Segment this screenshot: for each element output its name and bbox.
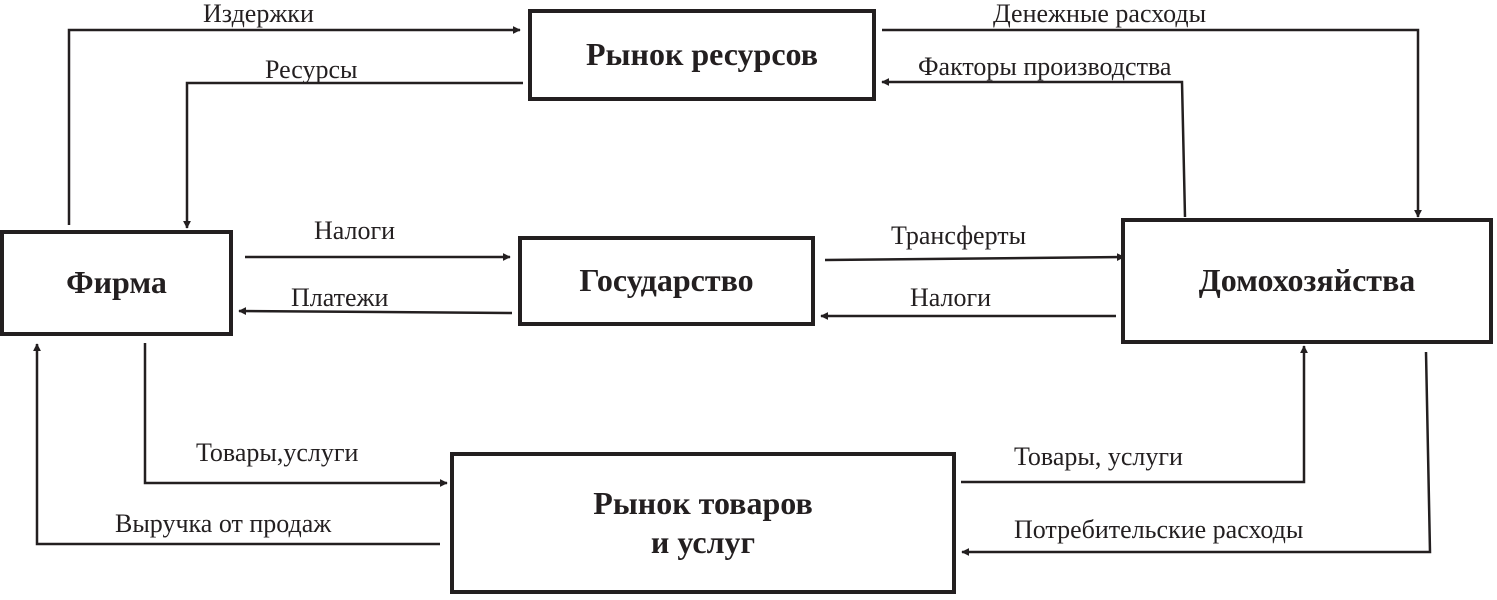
arrow-transfers — [824, 253, 1125, 262]
flow-label-goods-services-households: Товары, услуги — [1014, 442, 1183, 471]
households-box: Домохозяйства — [1121, 218, 1493, 344]
arrow-money-expenses — [882, 28, 1422, 218]
goods-market-label-line2: и услуг — [650, 524, 756, 560]
goods-market-label-line1: Рынок товаров — [593, 484, 813, 521]
flow-label-production-factors: Факторы производства — [918, 52, 1172, 81]
government-box: Государство — [518, 236, 815, 326]
flow-label-taxes-households: Налоги — [910, 283, 992, 312]
firm-label: Фирма — [66, 264, 167, 301]
government-label: Государство — [579, 262, 754, 299]
resource-market-label: Рынок ресурсов — [585, 36, 819, 73]
flow-label-resources: Ресурсы — [265, 55, 358, 84]
arrow-consumer-expenses — [961, 351, 1432, 556]
flow-label-costs: Издержки — [203, 0, 314, 28]
flow-label-money-expenses: Денежные расходы — [993, 0, 1207, 28]
firm-box: Фирма — [0, 230, 233, 336]
flow-label-payments: Платежи — [291, 283, 389, 312]
arrow-goods-services-households — [961, 345, 1308, 484]
goods-market-box: Рынок товаров и услуг — [450, 452, 956, 594]
households-label: Домохозяйства — [1198, 262, 1416, 299]
arrow-goods-services-firm — [143, 343, 448, 487]
flow-label-sales-revenue: Выручка от продаж — [115, 509, 332, 538]
arrow-resources — [183, 81, 523, 229]
flow-label-goods-services-firm: Товары,услуги — [196, 438, 359, 467]
arrow-production-factors — [881, 78, 1187, 218]
arrow-sales-revenue — [33, 343, 440, 546]
flow-label-taxes-firm: Налоги — [314, 216, 396, 245]
flow-label-consumer-expenses: Потребительские расходы — [1014, 515, 1304, 544]
resource-market-box: Рынок ресурсов — [528, 9, 876, 101]
arrow-costs — [67, 26, 521, 225]
arrow-payments — [238, 307, 513, 316]
flow-label-transfers: Трансферты — [891, 221, 1027, 250]
